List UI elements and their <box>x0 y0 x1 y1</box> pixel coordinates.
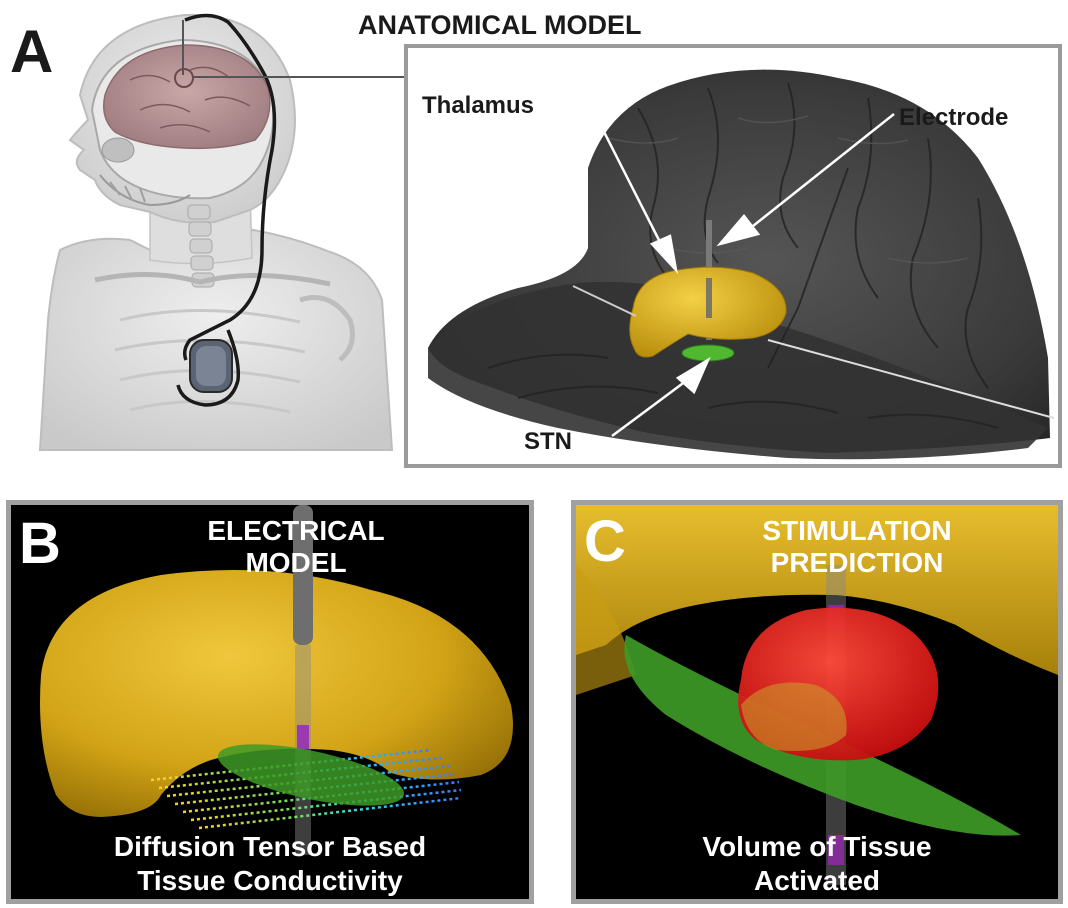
panel-b-letter: B <box>19 515 61 573</box>
electrode-label: Electrode <box>899 104 1008 132</box>
panel-b-caption-line1: Diffusion Tensor Based <box>11 831 529 863</box>
panel-c-caption-line1: Volume of Tissue <box>576 831 1058 863</box>
panel-b-caption-line2: Tissue Conductivity <box>11 865 529 897</box>
panel-b-title-line1: ELECTRICAL <box>141 515 451 547</box>
panel-c-caption-line2: Activated <box>576 865 1058 897</box>
panel-b-title-line2: MODEL <box>141 547 451 579</box>
human-head-skeleton-illustration <box>0 0 420 470</box>
pulse-generator-icon <box>190 340 232 392</box>
panel-c: C STIMULATION PREDICTION Volume of Tissu… <box>571 500 1063 904</box>
thalamus-label: Thalamus <box>422 92 534 120</box>
stn-label: STN <box>524 428 572 456</box>
panel-b: B ELECTRICAL MODEL Diffusion Tensor Base… <box>6 500 534 904</box>
panel-c-letter: C <box>584 513 626 571</box>
panel-a-brain-view: Thalamus Electrode STN <box>404 44 1062 468</box>
panel-c-title-line2: PREDICTION <box>656 547 1058 579</box>
panel-c-title-line1: STIMULATION <box>656 515 1058 547</box>
